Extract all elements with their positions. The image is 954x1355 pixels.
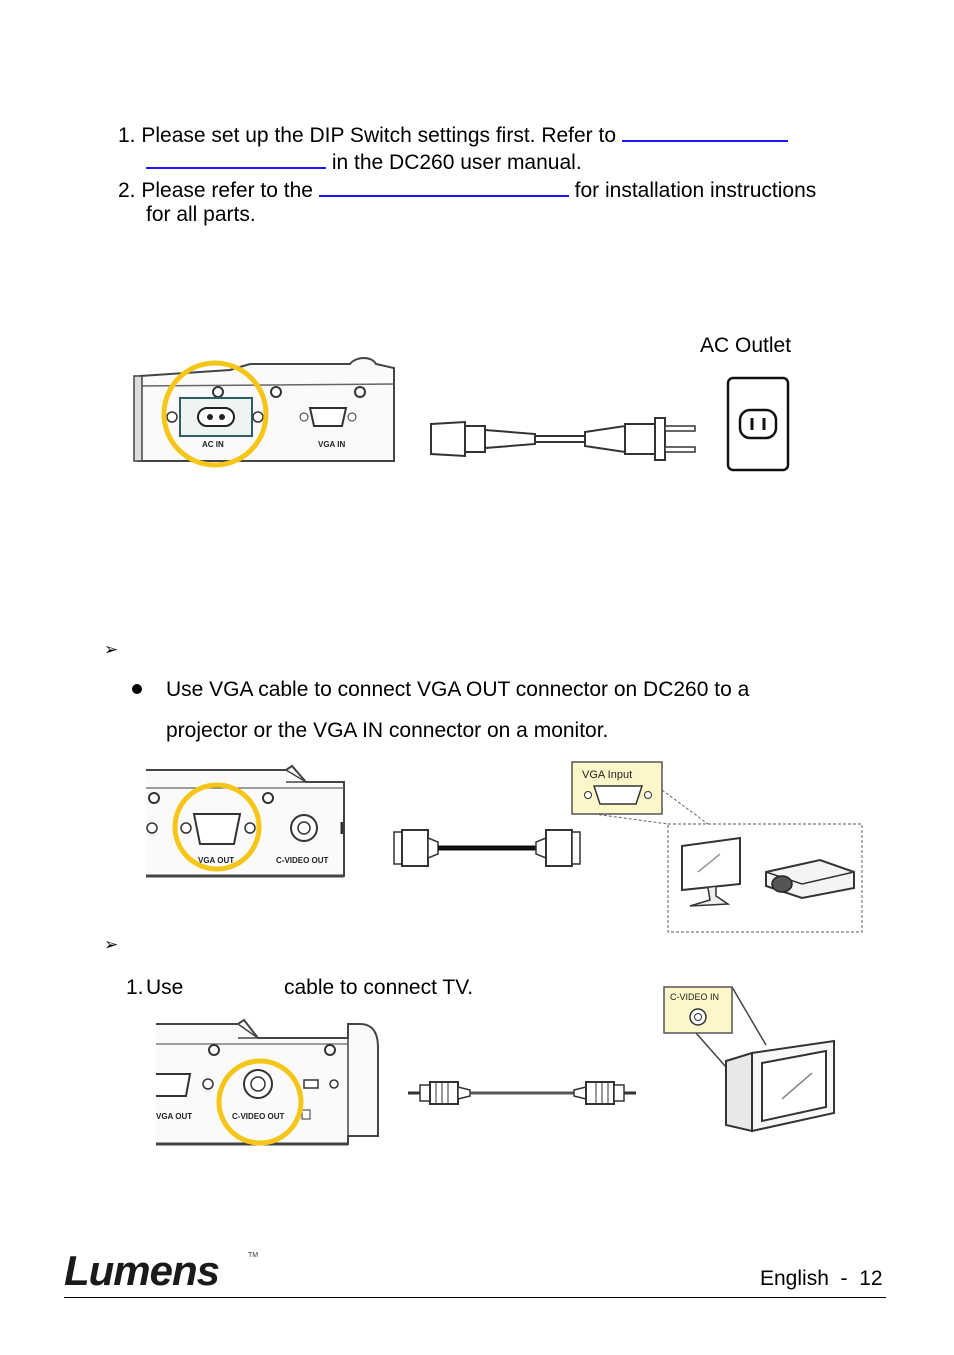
rca-cable-illustration <box>408 1081 636 1105</box>
lumens-logo-trademark: TM <box>248 1252 258 1259</box>
tv-icon <box>725 1039 835 1133</box>
vga-destination-illustration: VGA Input <box>571 761 863 933</box>
monitor-icon <box>681 836 741 892</box>
ac-outlet-label: AC Outlet <box>700 334 792 357</box>
footer-divider <box>64 1297 886 1298</box>
note-1-number: 1. <box>118 124 136 147</box>
port-label-vga-in: VGA IN <box>318 440 345 449</box>
video-step-text: cable to connect TV. <box>284 976 474 999</box>
note-2-text-after: for installation instructions <box>574 179 817 202</box>
note-2-text: Please refer to the <box>141 179 313 202</box>
note-1: 1. Please set up the DIP Switch settings… <box>118 120 788 149</box>
vga-bullet-dot <box>132 684 142 694</box>
device-vga-out-illustration: VGA OUT C-VIDEO OUT <box>146 764 345 878</box>
ac-outlet-icon <box>726 376 790 472</box>
video-step-number: 1. <box>126 976 144 999</box>
device-rear-power-illustration: AC IN VGA IN <box>133 357 395 468</box>
port-label-vga-out: VGA OUT <box>198 856 234 865</box>
note-2-number: 2. <box>118 179 136 202</box>
vga-input-callout-label: VGA Input <box>582 769 632 781</box>
port-label-c-video-out: C-VIDEO OUT <box>276 856 329 865</box>
note-1-cont: in the DC260 user manual. <box>146 147 582 176</box>
lumens-logo-text: Lumens <box>64 1247 219 1294</box>
vga-bullet-line-1: Use VGA cable to connect VGA OUT connect… <box>166 678 750 701</box>
vga-section-arrow: ➢ <box>104 640 119 660</box>
highlight-circle-ac-in <box>161 360 269 468</box>
note-1-link-blank-b[interactable] <box>146 147 326 169</box>
note-1-link-blank-a[interactable] <box>621 120 788 142</box>
highlight-circle-vga-out <box>172 782 262 872</box>
device-cvideo-out-illustration: VGA OUT C-VIDEO OUT <box>156 1018 379 1146</box>
note-1-text-after: in the DC260 user manual. <box>331 151 582 174</box>
note-2: 2. Please refer to the for installation … <box>118 175 816 204</box>
note-2-link-blank[interactable] <box>318 175 569 197</box>
lumens-logo: Lumens TM <box>64 1247 258 1294</box>
highlight-circle-cvideo-out <box>216 1058 304 1146</box>
c-video-in-callout-label: C-VIDEO IN <box>670 992 719 1002</box>
vga-bullet-line-2: projector or the VGA IN connector on a m… <box>166 719 609 742</box>
tv-destination-illustration: C-VIDEO IN <box>663 986 835 1133</box>
video-step-use: Use <box>146 976 184 999</box>
port-label-c-video-out-2: C-VIDEO OUT <box>232 1112 285 1121</box>
port-label-vga-out-2: VGA OUT <box>156 1112 192 1121</box>
port-label-ac-in: AC IN <box>202 440 224 449</box>
projector-icon <box>765 858 855 900</box>
page-number-label: English - 12 <box>760 1267 883 1290</box>
note-2-cont: for all parts. <box>146 203 256 226</box>
note-1-text: Please set up the DIP Switch settings fi… <box>141 124 617 147</box>
vga-cable-illustration <box>393 829 581 867</box>
power-cord-illustration <box>430 417 696 461</box>
video-section-arrow: ➢ <box>104 935 119 955</box>
